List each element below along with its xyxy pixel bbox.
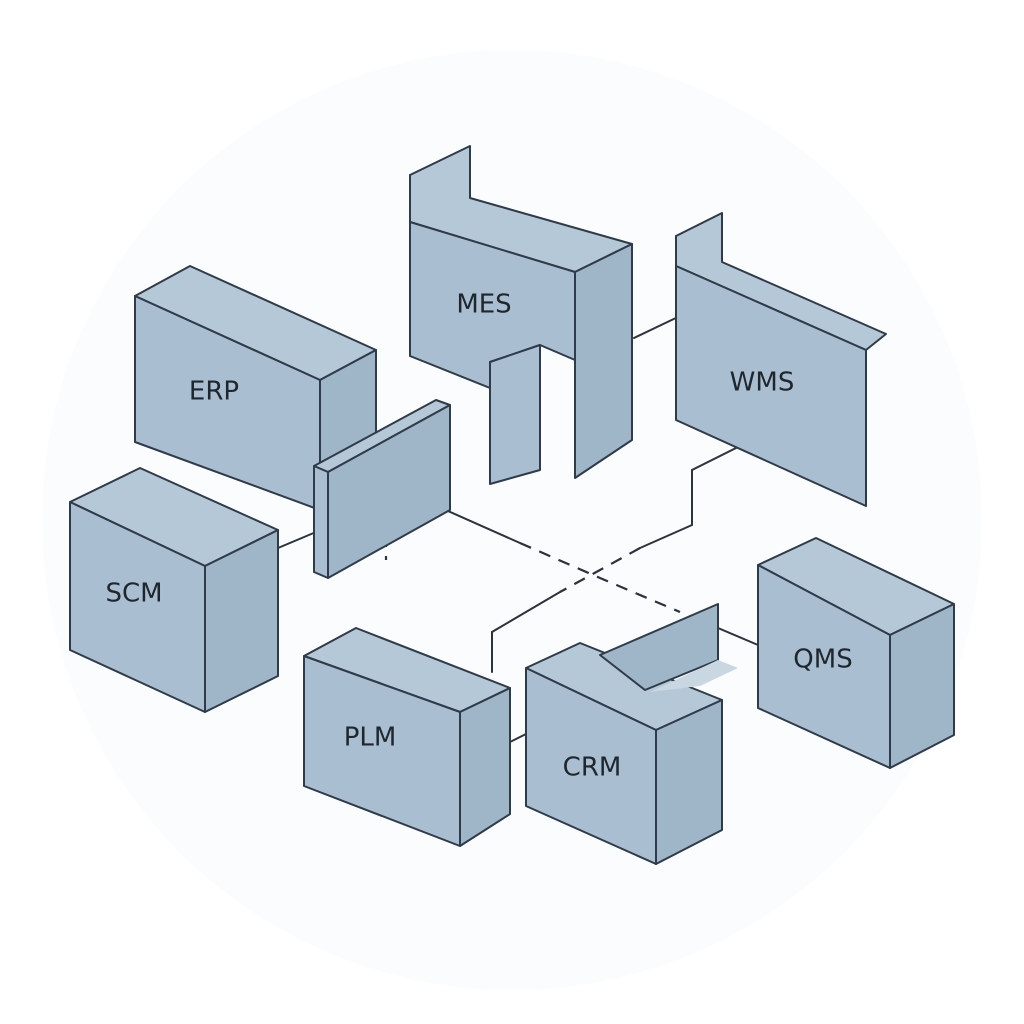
system-box-scm[interactable]: SCM: [69, 467, 279, 713]
system-box-plm[interactable]: PLM: [303, 627, 511, 847]
connector-wms-plm-dashed: [559, 547, 641, 593]
system-box-wms[interactable]: WMS: [675, 212, 887, 507]
connector-wms-plm: [639, 427, 777, 549]
system-label-qms: QMS: [793, 645, 852, 675]
system-label-wms: WMS: [730, 368, 795, 398]
system-label-scm: SCM: [105, 579, 162, 609]
system-label-plm: PLM: [344, 723, 397, 753]
system-box-qms[interactable]: QMS: [757, 537, 955, 769]
connector-to-plm: [491, 591, 561, 673]
connector-scm-hub: [277, 531, 317, 549]
integration-hub-panel: [313, 399, 451, 579]
system-label-erp: ERP: [189, 377, 239, 407]
connector-crm-qms: [717, 627, 759, 646]
system-box-mes[interactable]: MES: [409, 145, 633, 485]
system-label-mes: MES: [456, 290, 511, 320]
system-box-crm[interactable]: CRM: [525, 603, 738, 865]
system-label-crm: CRM: [563, 753, 622, 783]
connector-hub-qms-dashed: [519, 541, 681, 614]
connector-mes-wms: [633, 315, 681, 339]
